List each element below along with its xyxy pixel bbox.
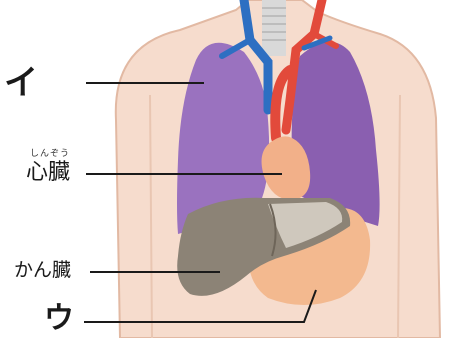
label-i: イ: [4, 64, 38, 102]
label-u: ウ: [44, 302, 74, 336]
label-heart: 心臓: [26, 160, 70, 186]
label-liver: かん臓: [14, 258, 71, 282]
label-heart-reading: しんぞう: [30, 146, 70, 159]
